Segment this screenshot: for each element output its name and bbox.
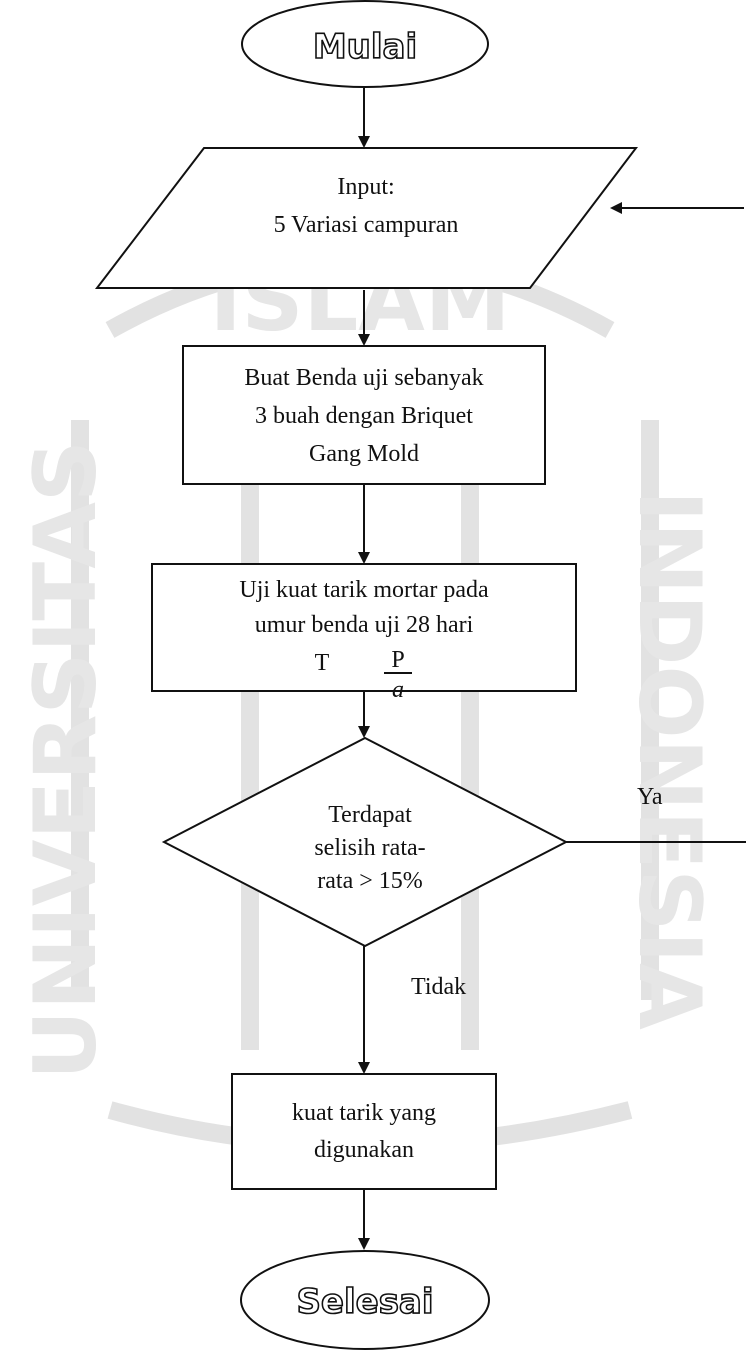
start-terminal: Mulai	[241, 0, 489, 88]
process-3-line2: digunakan	[314, 1137, 414, 1163]
decision-line2: selisih rata-	[314, 835, 425, 861]
process-2-line2: umur benda uji 28 hari	[255, 612, 474, 638]
process-box-1: Buat Benda uji sebanyak 3 buah dengan Br…	[182, 345, 546, 485]
process-3-line1: kuat tarik yang	[292, 1100, 436, 1126]
input-label-line1: Input:	[337, 174, 394, 200]
decision-line1: Terdapat	[328, 802, 412, 828]
process-1-line2: 3 buah dengan Briquet	[255, 403, 473, 429]
end-terminal: Selesai	[240, 1250, 490, 1350]
start-label: Mulai	[313, 27, 417, 67]
formula-denominator: a	[392, 677, 404, 703]
formula-numerator: P	[391, 647, 404, 673]
edge-label-no: Tidak	[411, 974, 466, 1000]
watermark-text-right: INDONESIA	[619, 490, 719, 1030]
decision-diamond: Terdapat selisih rata- rata > 15%	[161, 736, 569, 948]
watermark-text-left: UNIVERSITAS	[16, 440, 116, 1080]
connectors	[358, 88, 746, 1250]
input-label-line2: 5 Variasi campuran	[274, 212, 459, 238]
process-box-3: kuat tarik yang digunakan	[231, 1073, 497, 1190]
process-box-2: Uji kuat tarik mortar pada umur benda uj…	[151, 563, 577, 703]
edge-label-yes: Ya	[637, 784, 663, 810]
formula-lhs: T	[315, 650, 330, 676]
decision-line3: rata > 15%	[317, 868, 423, 894]
process-1-line1: Buat Benda uji sebanyak	[244, 365, 483, 391]
process-2-line1: Uji kuat tarik mortar pada	[239, 577, 489, 603]
end-label: Selesai	[296, 1282, 433, 1322]
input-box: Input: 5 Variasi campuran	[94, 147, 639, 289]
process-1-line3: Gang Mold	[309, 441, 419, 467]
